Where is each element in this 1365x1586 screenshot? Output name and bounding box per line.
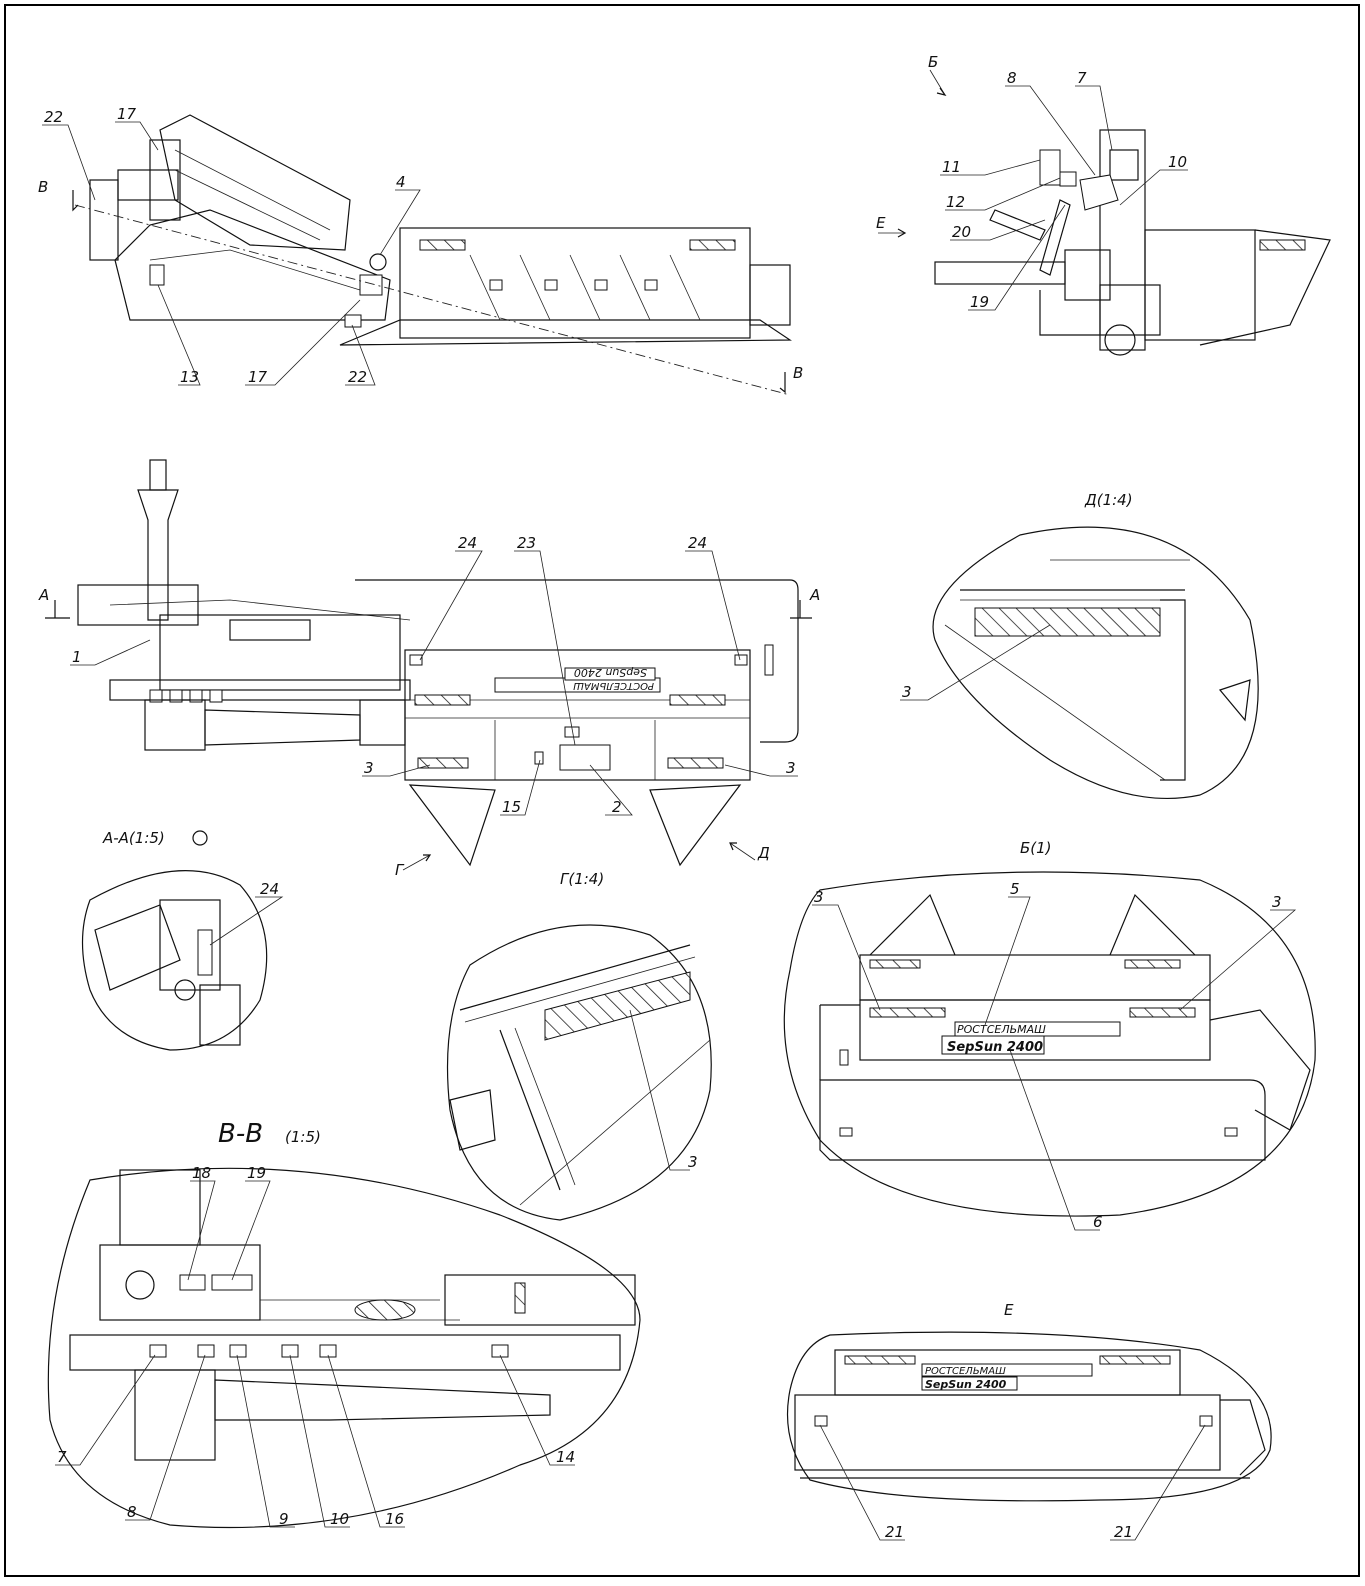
callout-3-detail-g: 3 bbox=[688, 1153, 698, 1171]
detail-e bbox=[786, 1331, 1272, 1541]
callout-24-right: 24 bbox=[688, 534, 707, 552]
detail-g bbox=[446, 924, 712, 1221]
detail-d bbox=[900, 526, 1259, 800]
callout-24-left: 24 bbox=[458, 534, 477, 552]
side-view bbox=[72, 114, 792, 396]
plan-view-callouts bbox=[70, 550, 798, 816]
detail-e-model-text: SepSun 2400 bbox=[925, 1378, 1007, 1391]
rear-view bbox=[878, 69, 1331, 356]
callout-7-detail-vv: 7 bbox=[57, 1448, 67, 1466]
callout-15: 15 bbox=[502, 798, 521, 816]
callout-19-rear: 19 bbox=[970, 293, 989, 311]
callout-18: 18 bbox=[192, 1164, 211, 1182]
section-mark-right: В bbox=[793, 364, 803, 382]
arrow-label-g: Г bbox=[395, 861, 405, 879]
rear-view-callouts bbox=[940, 85, 1188, 311]
callout-1: 1 bbox=[72, 648, 82, 666]
callout-17-top: 17 bbox=[117, 105, 137, 123]
callout-13: 13 bbox=[180, 368, 199, 386]
detail-aa-title: А-А(1:5) bbox=[102, 829, 165, 847]
callout-10-detail-vv: 10 bbox=[330, 1510, 349, 1528]
callout-8-detail-vv: 8 bbox=[127, 1503, 137, 1521]
callout-12: 12 bbox=[946, 193, 965, 211]
arrow-label-e: Е bbox=[876, 214, 886, 232]
detail-b-title: Б(1) bbox=[1020, 839, 1052, 857]
callout-19-detail-vv: 19 bbox=[247, 1164, 266, 1182]
callout-24-detail-aa: 24 bbox=[260, 880, 279, 898]
plan-brand-text: РОСТСЕЛЬМАШ bbox=[573, 680, 654, 691]
callout-3-detail-b-right: 3 bbox=[1272, 893, 1282, 911]
callout-23: 23 bbox=[517, 534, 536, 552]
arrow-label-d: Д bbox=[757, 844, 770, 862]
callout-4: 4 bbox=[396, 173, 406, 191]
callout-8-rear: 8 bbox=[1007, 69, 1017, 87]
detail-e-title: Е bbox=[1004, 1301, 1014, 1319]
callout-3-detail-b-left: 3 bbox=[814, 888, 824, 906]
detail-d-title: Д(1:4) bbox=[1084, 491, 1133, 509]
section-a-left: А bbox=[38, 586, 49, 604]
plan-model-text: SepSun 2400 bbox=[574, 666, 647, 679]
callout-16: 16 bbox=[385, 1510, 404, 1528]
callout-3-plan-left: 3 bbox=[364, 759, 374, 777]
callout-22-bottom: 22 bbox=[348, 368, 367, 386]
callout-7-rear: 7 bbox=[1077, 69, 1087, 87]
callout-6: 6 bbox=[1093, 1213, 1103, 1231]
detail-b-model-text: SepSun 2400 bbox=[947, 1040, 1043, 1055]
callout-21-left: 21 bbox=[885, 1523, 904, 1541]
callout-5: 5 bbox=[1010, 880, 1020, 898]
section-mark-left: В bbox=[38, 178, 48, 196]
side-view-callouts bbox=[42, 121, 421, 386]
callout-21-right: 21 bbox=[1114, 1523, 1133, 1541]
callout-11: 11 bbox=[942, 158, 961, 176]
plan-view bbox=[45, 459, 812, 871]
detail-g-title: Г(1:4) bbox=[560, 870, 604, 888]
detail-e-brand-text: РОСТСЕЛЬМАШ bbox=[925, 1366, 1006, 1377]
detail-b bbox=[783, 871, 1316, 1231]
callout-10-rear: 10 bbox=[1168, 153, 1187, 171]
callout-14: 14 bbox=[556, 1448, 575, 1466]
detail-vv-scale: (1:5) bbox=[285, 1128, 321, 1146]
detail-vv bbox=[47, 1167, 641, 1529]
callout-3-plan-right: 3 bbox=[786, 759, 796, 777]
callout-17-bottom: 17 bbox=[248, 368, 268, 386]
callout-22-top: 22 bbox=[44, 108, 63, 126]
callout-9: 9 bbox=[279, 1510, 289, 1528]
callout-3-detail-d: 3 bbox=[902, 683, 912, 701]
scale-circle-icon bbox=[192, 830, 208, 846]
callout-2: 2 bbox=[612, 798, 622, 816]
detail-b-brand-text: РОСТСЕЛЬМАШ bbox=[957, 1023, 1046, 1036]
section-a-right: А bbox=[809, 586, 820, 604]
sheet-frame bbox=[4, 4, 1360, 1577]
callout-20: 20 bbox=[952, 223, 971, 241]
detail-vv-title: В-В bbox=[218, 1119, 263, 1149]
arrow-label-b: Б bbox=[928, 53, 938, 71]
detail-aa bbox=[81, 870, 284, 1051]
